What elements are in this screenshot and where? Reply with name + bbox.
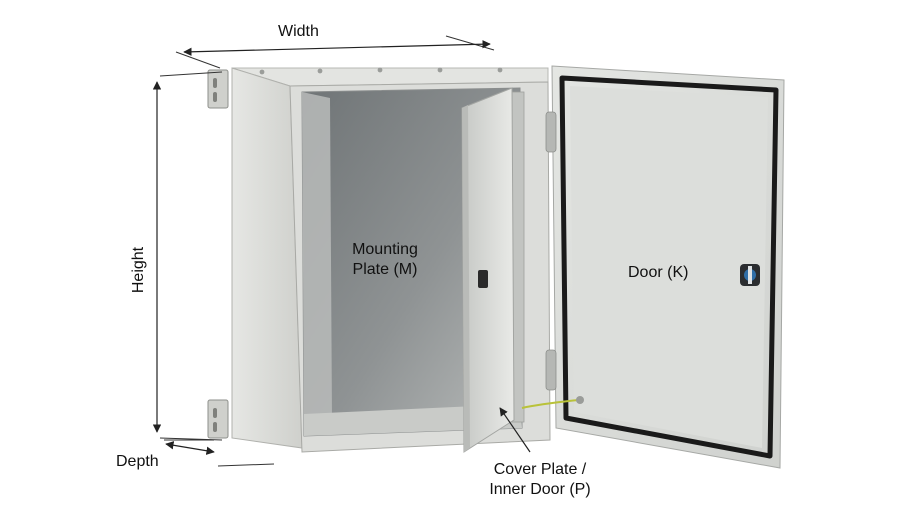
depth-dimension — [164, 439, 275, 467]
earthing-wire — [521, 399, 579, 409]
door-label: Door (K) — [628, 264, 689, 281]
mounting-plate-label: Mounting Plate (M) — [335, 240, 435, 280]
hinge-top-icon — [545, 111, 557, 153]
wall-bracket-bottom — [207, 399, 229, 439]
wall-bracket-top — [207, 69, 229, 109]
width-label: Width — [278, 23, 319, 40]
mounting-plate-label-line1: Mounting — [352, 241, 418, 258]
cover-plate-handle-icon — [478, 270, 488, 288]
cover-plate-inner-door — [461, 87, 515, 453]
cover-plate-leader — [499, 407, 531, 453]
height-dimension — [152, 71, 223, 441]
height-label: Height — [130, 246, 148, 294]
door-lock-icon — [740, 264, 760, 286]
enclosure-door — [521, 65, 785, 469]
cover-plate-label: Cover Plate / Inner Door (P) — [470, 460, 610, 500]
width-dimension — [175, 35, 495, 69]
cover-plate-label-line2: Inner Door (P) — [489, 481, 591, 498]
depth-label: Depth — [116, 453, 159, 470]
mounting-plate-label-line2: Plate (M) — [352, 261, 418, 278]
hinge-bottom-icon — [545, 349, 557, 391]
cover-plate-label-line1: Cover Plate / — [493, 461, 587, 478]
